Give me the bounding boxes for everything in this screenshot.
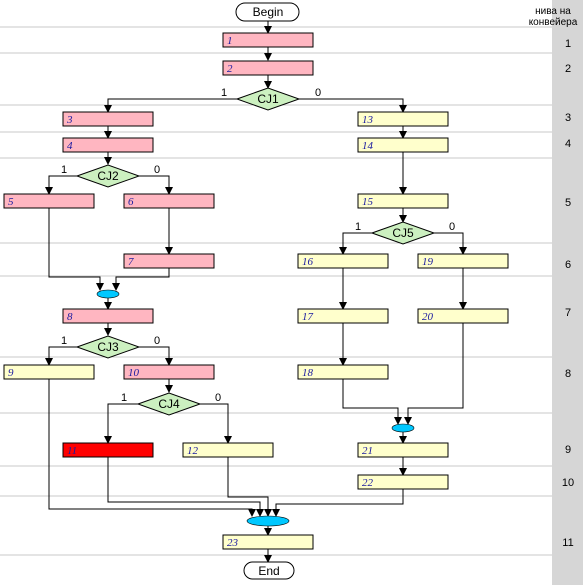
block-5: 5 <box>3 193 95 209</box>
level-number: 2 <box>565 63 571 75</box>
header-line1: нива на <box>535 6 571 17</box>
level-separators <box>0 26 552 556</box>
branch-labels: 1 0 1 0 1 0 1 0 1 0 <box>61 87 455 404</box>
decision-cj5: CJ5 <box>370 221 436 245</box>
join-node <box>96 289 120 299</box>
block-label: 5 <box>8 196 14 208</box>
block-10: 10 <box>123 364 215 380</box>
block-label: 14 <box>362 140 374 152</box>
block-label: 3 <box>66 114 73 126</box>
block-11: 11 <box>62 442 154 458</box>
level-number: 9 <box>565 444 571 456</box>
block-label: 2 <box>227 63 233 75</box>
block-23: 23 <box>222 534 314 550</box>
block-7: 7 <box>123 253 215 269</box>
block-label: 11 <box>67 445 77 457</box>
begin-terminal: Begin <box>235 2 300 22</box>
end-label: End <box>258 564 279 578</box>
level-number: 8 <box>565 368 571 380</box>
block-label: 15 <box>362 196 374 208</box>
block-19: 19 <box>417 253 509 269</box>
end-terminal: End <box>243 561 295 580</box>
branch-label-no: 0 <box>154 335 160 347</box>
block-8: 8 <box>62 308 154 324</box>
block-label: 18 <box>302 367 314 379</box>
block-label: 9 <box>8 367 14 379</box>
level-stripe <box>552 0 583 585</box>
block-15: 15 <box>357 193 449 209</box>
process-blocks: 1 2 3 4 5 6 7 8 9 10 11 12 13 14 15 16 1… <box>3 32 509 550</box>
block-20: 20 <box>417 308 509 324</box>
branch-label-yes: 1 <box>221 87 227 99</box>
block-label: 10 <box>128 367 140 379</box>
block-13: 13 <box>357 111 449 127</box>
level-number: 6 <box>565 259 571 271</box>
decision-label: CJ2 <box>97 169 119 183</box>
branch-label-yes: 1 <box>61 335 67 347</box>
block-1: 1 <box>222 32 314 48</box>
block-label: 21 <box>362 445 373 457</box>
block-18: 18 <box>297 364 389 380</box>
branch-label-no: 0 <box>154 164 160 176</box>
block-label: 8 <box>67 311 73 323</box>
block-label: 16 <box>302 256 314 268</box>
block-9: 9 <box>3 364 95 380</box>
block-16: 16 <box>297 253 389 269</box>
block-label: 22 <box>362 477 374 489</box>
decision-cj1: CJ1 <box>235 87 301 111</box>
decision-label: CJ4 <box>158 397 180 411</box>
begin-label: Begin <box>253 5 284 19</box>
level-number: 4 <box>565 138 571 150</box>
branch-label-yes: 1 <box>355 221 361 233</box>
branch-label-yes: 1 <box>121 392 127 404</box>
level-number: 1 <box>565 38 571 50</box>
header-line2: конвейера <box>529 17 578 28</box>
decision-label: CJ1 <box>257 92 279 106</box>
join-node <box>391 423 415 433</box>
block-22: 22 <box>357 474 449 490</box>
decision-cj3: CJ3 <box>75 335 141 359</box>
block-label: 12 <box>187 445 199 457</box>
block-label: 19 <box>422 256 434 268</box>
block-6: 6 <box>123 193 215 209</box>
block-label: 7 <box>128 256 134 268</box>
level-number: 11 <box>562 537 573 549</box>
block-label: 23 <box>227 537 239 549</box>
branch-label-no: 0 <box>215 392 221 404</box>
block-17: 17 <box>297 308 389 324</box>
decision-label: CJ5 <box>392 226 414 240</box>
block-14: 14 <box>357 137 449 153</box>
level-number: 10 <box>562 477 574 489</box>
block-21: 21 <box>357 442 449 458</box>
level-number: 3 <box>565 112 571 124</box>
block-label: 4 <box>67 140 73 152</box>
join-node <box>246 515 290 527</box>
block-4: 4 <box>62 137 154 153</box>
branch-label-no: 0 <box>449 221 455 233</box>
level-numbers: 1 2 3 4 5 6 7 8 9 10 11 <box>562 38 574 549</box>
decision-cj4: CJ4 <box>136 392 202 416</box>
level-number: 7 <box>565 307 571 319</box>
branch-label-no: 0 <box>315 87 321 99</box>
block-label: 1 <box>227 35 233 47</box>
decision-cj2: CJ2 <box>75 164 141 188</box>
connectors <box>45 21 467 563</box>
block-12: 12 <box>182 442 274 458</box>
decision-label: CJ3 <box>97 340 119 354</box>
branch-label-yes: 1 <box>61 164 67 176</box>
block-2: 2 <box>222 60 314 76</box>
block-label: 20 <box>422 311 434 323</box>
block-label: 13 <box>362 114 374 126</box>
block-label: 17 <box>302 311 314 323</box>
block-label: 6 <box>128 196 134 208</box>
block-3: 3 <box>62 111 154 127</box>
level-number: 5 <box>565 197 571 209</box>
